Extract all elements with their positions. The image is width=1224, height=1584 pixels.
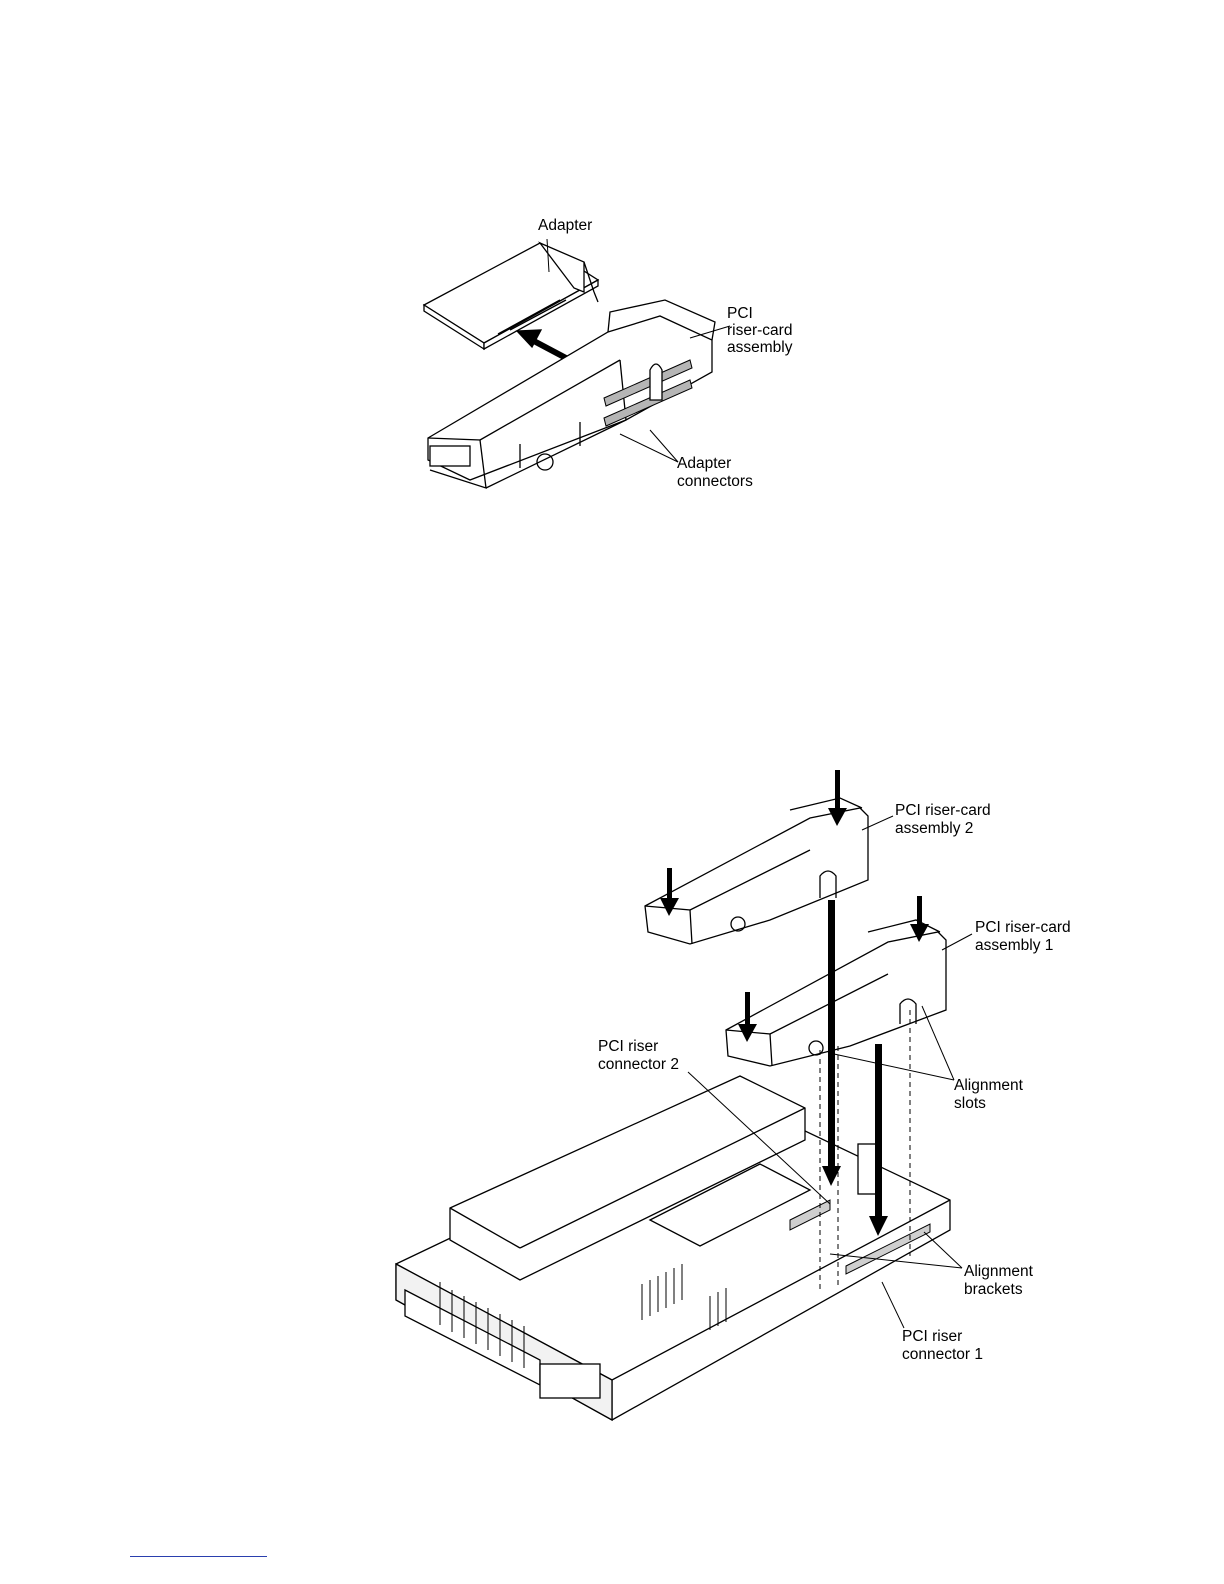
alignment-slots-label-line1: Alignment xyxy=(954,1077,1023,1095)
riser-connector-1-label-line2: connector 1 xyxy=(902,1346,983,1364)
riser-connector-2-label-line1: PCI riser xyxy=(598,1038,658,1056)
footer-link-rule xyxy=(130,1556,267,1557)
alignment-brackets-label-line2: brackets xyxy=(964,1281,1023,1299)
riser-connector-2-label-line2: connector 2 xyxy=(598,1056,679,1074)
riser-assembly-1-drawing xyxy=(726,920,946,1066)
alignment-slots-label-line2: slots xyxy=(954,1095,986,1113)
riser-assembly-1-label-line1: PCI riser-card xyxy=(975,919,1071,937)
riser-assembly-1-label-line2: assembly 1 xyxy=(975,937,1053,955)
server-chassis-drawing xyxy=(396,1076,950,1420)
riser-assembly-2-label-line2: assembly 2 xyxy=(895,820,973,838)
riser-assembly-2-label-line1: PCI riser-card xyxy=(895,802,991,820)
riser-connector-1-label-line1: PCI riser xyxy=(902,1328,962,1346)
alignment-brackets-label-line1: Alignment xyxy=(964,1263,1033,1281)
